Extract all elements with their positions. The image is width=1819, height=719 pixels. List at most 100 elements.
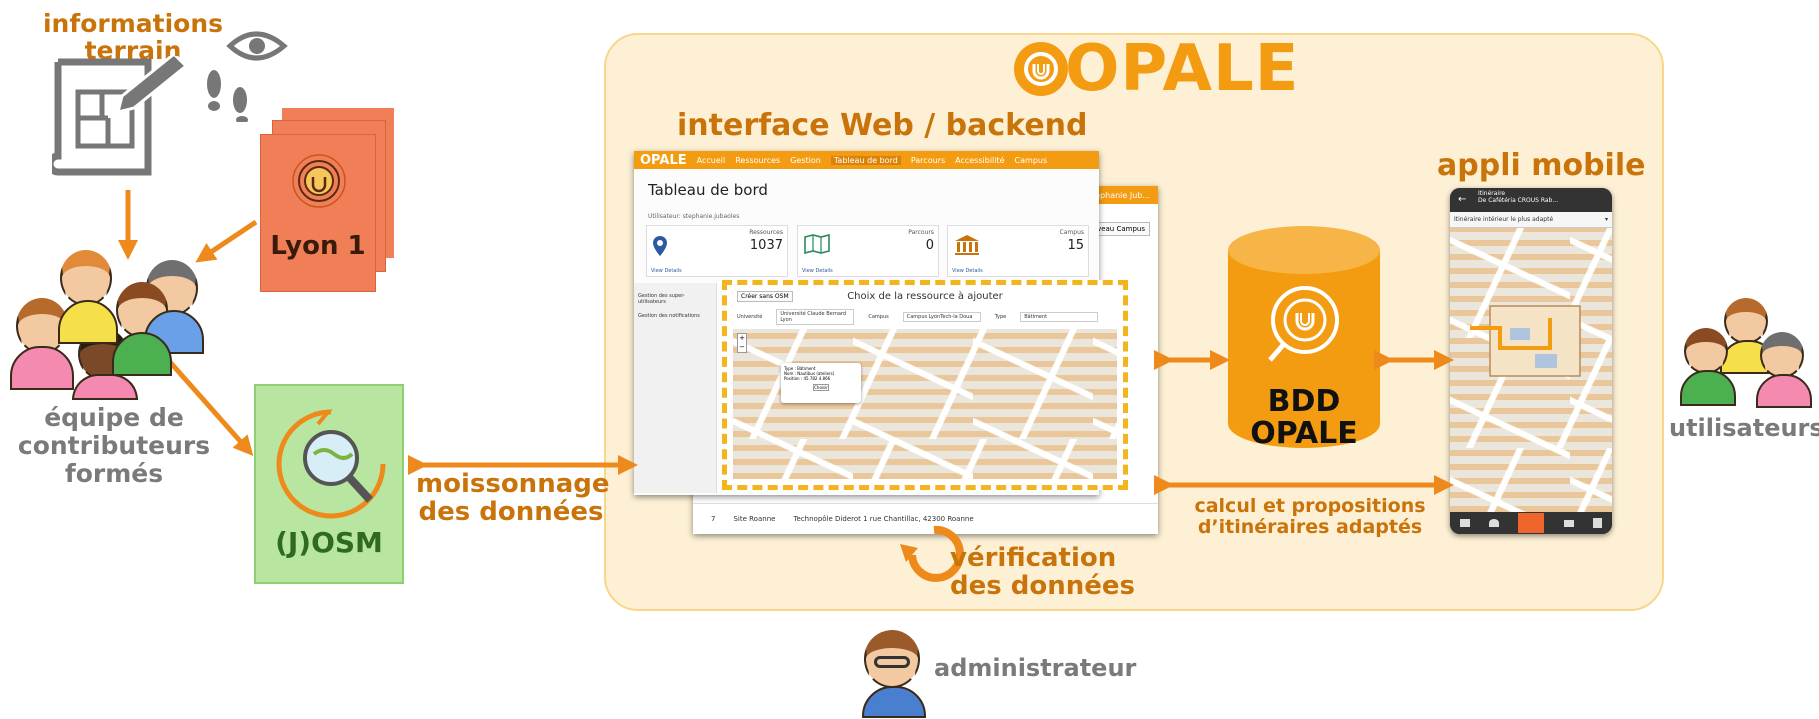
card-parcours[interactable]: Parcours 0 View Details (797, 225, 939, 277)
josm-label: (J)OSM (275, 526, 383, 559)
chevron-down-icon: ▾ (1604, 216, 1608, 223)
lyon1-document: Lyon 1 (260, 134, 376, 292)
lyon1-seal-icon (292, 154, 346, 208)
indoor-route (1470, 305, 1581, 377)
row-address: Technopôle Diderot 1 rue Chantillac, 423… (793, 515, 974, 523)
contributors-line1: équipe de (44, 403, 184, 432)
card-label: Ressources (749, 229, 783, 236)
card-ressources[interactable]: Ressources 1037 View Details (646, 225, 788, 277)
card-link[interactable]: View Details (802, 268, 833, 274)
route-select-value: Itinéraire intérieur le plus adapté (1454, 216, 1554, 223)
map-tab-icon[interactable] (1518, 513, 1545, 533)
person-face (60, 250, 112, 306)
glasses-icon (874, 656, 910, 668)
person-body (72, 374, 138, 400)
nav-item-active[interactable]: Tableau de bord (830, 155, 901, 165)
filter-select[interactable]: Université Claude Bernard Lyon (776, 309, 855, 325)
calendar-icon[interactable] (1459, 519, 1470, 527)
mobile-map[interactable] (1450, 228, 1612, 512)
card-link[interactable]: View Details (651, 268, 682, 274)
popup-choose-button[interactable]: Choisir (813, 384, 829, 391)
route-calc-line1: calcul et propositions (1194, 495, 1426, 517)
modal-title: Choix de la ressource à ajouter (847, 291, 1003, 302)
person-body (862, 686, 926, 718)
contributors-group-icon (8, 244, 208, 400)
person-body (58, 300, 118, 344)
nav-item[interactable]: Campus (1014, 155, 1048, 165)
popup-line: Type : Bâtiment (784, 366, 816, 371)
popup-line: Position : 45.782 4.866 (784, 376, 831, 381)
field-info-line1: informations (42, 9, 224, 38)
verification-line1: vérification (950, 543, 1117, 573)
document-icon[interactable] (1593, 518, 1603, 528)
mobile-tabbar (1450, 512, 1612, 534)
harvesting-label: moissonnage des données (416, 470, 610, 526)
filter-bar: Université Université Claude Bernard Lyo… (737, 309, 1113, 325)
route-calc-label: calcul et propositions d’itinéraires ada… (1180, 496, 1440, 538)
row-name: Site Roanne (733, 515, 776, 523)
mobile-header-subtitle: De Cafétéria CROUS Rab... (1478, 197, 1559, 204)
josm-logo-icon (276, 409, 386, 519)
database-cylinder (1228, 226, 1380, 448)
side-menu-item[interactable]: Gestion des super-utilisateurs (638, 293, 685, 305)
side-menu: Gestion des super-utilisateurs Gestion d… (634, 283, 717, 493)
nav-item[interactable]: Accueil (696, 155, 726, 165)
verification-line2: des données (950, 571, 1136, 601)
popup-line: Nom : Nautibus (ateliers) (784, 371, 835, 376)
person-body (1756, 374, 1812, 408)
nav-item[interactable]: Parcours (910, 155, 946, 165)
map-marker-icon (653, 236, 667, 256)
dashboard-topbar: OPALE Accueil Ressources Gestion Tableau… (634, 151, 1099, 169)
blueprint-icon (52, 56, 189, 176)
table-row: 7 Site Roanne Technopôle Diderot 1 rue C… (693, 503, 1158, 534)
person-face (1760, 332, 1804, 378)
josm-panel: (J)OSM (254, 384, 404, 584)
filter-label: Université (737, 314, 763, 320)
lyon1-label: Lyon 1 (270, 231, 366, 261)
nav-item[interactable]: Ressources (735, 155, 781, 165)
map-popup: Type : Bâtiment Nom : Nautibus (ateliers… (781, 363, 861, 403)
side-menu-item[interactable]: Gestion des notifications (638, 313, 700, 319)
person-face (864, 630, 920, 688)
person-body (10, 346, 74, 390)
contributors-line2: contributeurs (17, 431, 211, 460)
opale-logo-text: OPALE (1065, 32, 1300, 106)
nav-item[interactable]: Accessibilité (955, 155, 1005, 165)
filter-select[interactable]: Campus LyonTech-la Doua (902, 312, 981, 322)
brand[interactable]: OPALE (640, 152, 687, 168)
card-campus[interactable]: Campus 15 View Details (947, 225, 1089, 277)
bdd-label-line2: OPALE (1250, 416, 1358, 451)
person-body (112, 332, 172, 376)
mobile-screenshot: ← Itinéraire De Cafétéria CROUS Rab... I… (1450, 188, 1612, 534)
web-interface-label: interface Web / backend (677, 108, 1088, 143)
person-face (1684, 328, 1728, 374)
filter-select[interactable]: Bâtiment (1020, 312, 1099, 322)
card-value: 15 (1067, 238, 1084, 253)
resource-modal: Créer sans OSM Choix de la ressource à a… (722, 280, 1128, 490)
mobile-app-label: appli mobile (1437, 148, 1646, 183)
user-line: Utilisateur: stephanie.jubaoles (648, 213, 740, 220)
mail-icon[interactable] (1563, 519, 1574, 527)
osm-map[interactable]: +− Type : Bâtiment Nom : Nautibus (ateli… (733, 329, 1117, 479)
opale-logo: OPALE (1010, 32, 1298, 106)
field-info-label: informations terrain (38, 10, 228, 64)
person-face (1724, 298, 1768, 344)
route-select[interactable]: Itinéraire intérieur le plus adapté ▾ (1450, 212, 1612, 228)
contributors-line3: formés (64, 459, 164, 488)
users-label: utilisateurs (1669, 414, 1819, 442)
back-arrow-icon[interactable]: ← (1458, 194, 1467, 205)
users-group-icon (1680, 296, 1812, 408)
nav-item[interactable]: Gestion (790, 155, 821, 165)
person-face (16, 298, 68, 354)
card-label: Campus (1059, 229, 1084, 236)
zoom-controls[interactable]: +− (737, 333, 747, 353)
bdd-label-line1: BDD (1267, 384, 1341, 419)
card-link[interactable]: View Details (952, 268, 983, 274)
create-without-osm-button[interactable]: Créer sans OSM (737, 291, 793, 302)
school-icon[interactable] (1489, 519, 1500, 527)
mobile-header-title: Itinéraire (1478, 190, 1506, 197)
dashboard-title: Tableau de bord (648, 181, 768, 199)
eye-footsteps-icon (207, 31, 288, 122)
administrator-icon (860, 624, 926, 718)
